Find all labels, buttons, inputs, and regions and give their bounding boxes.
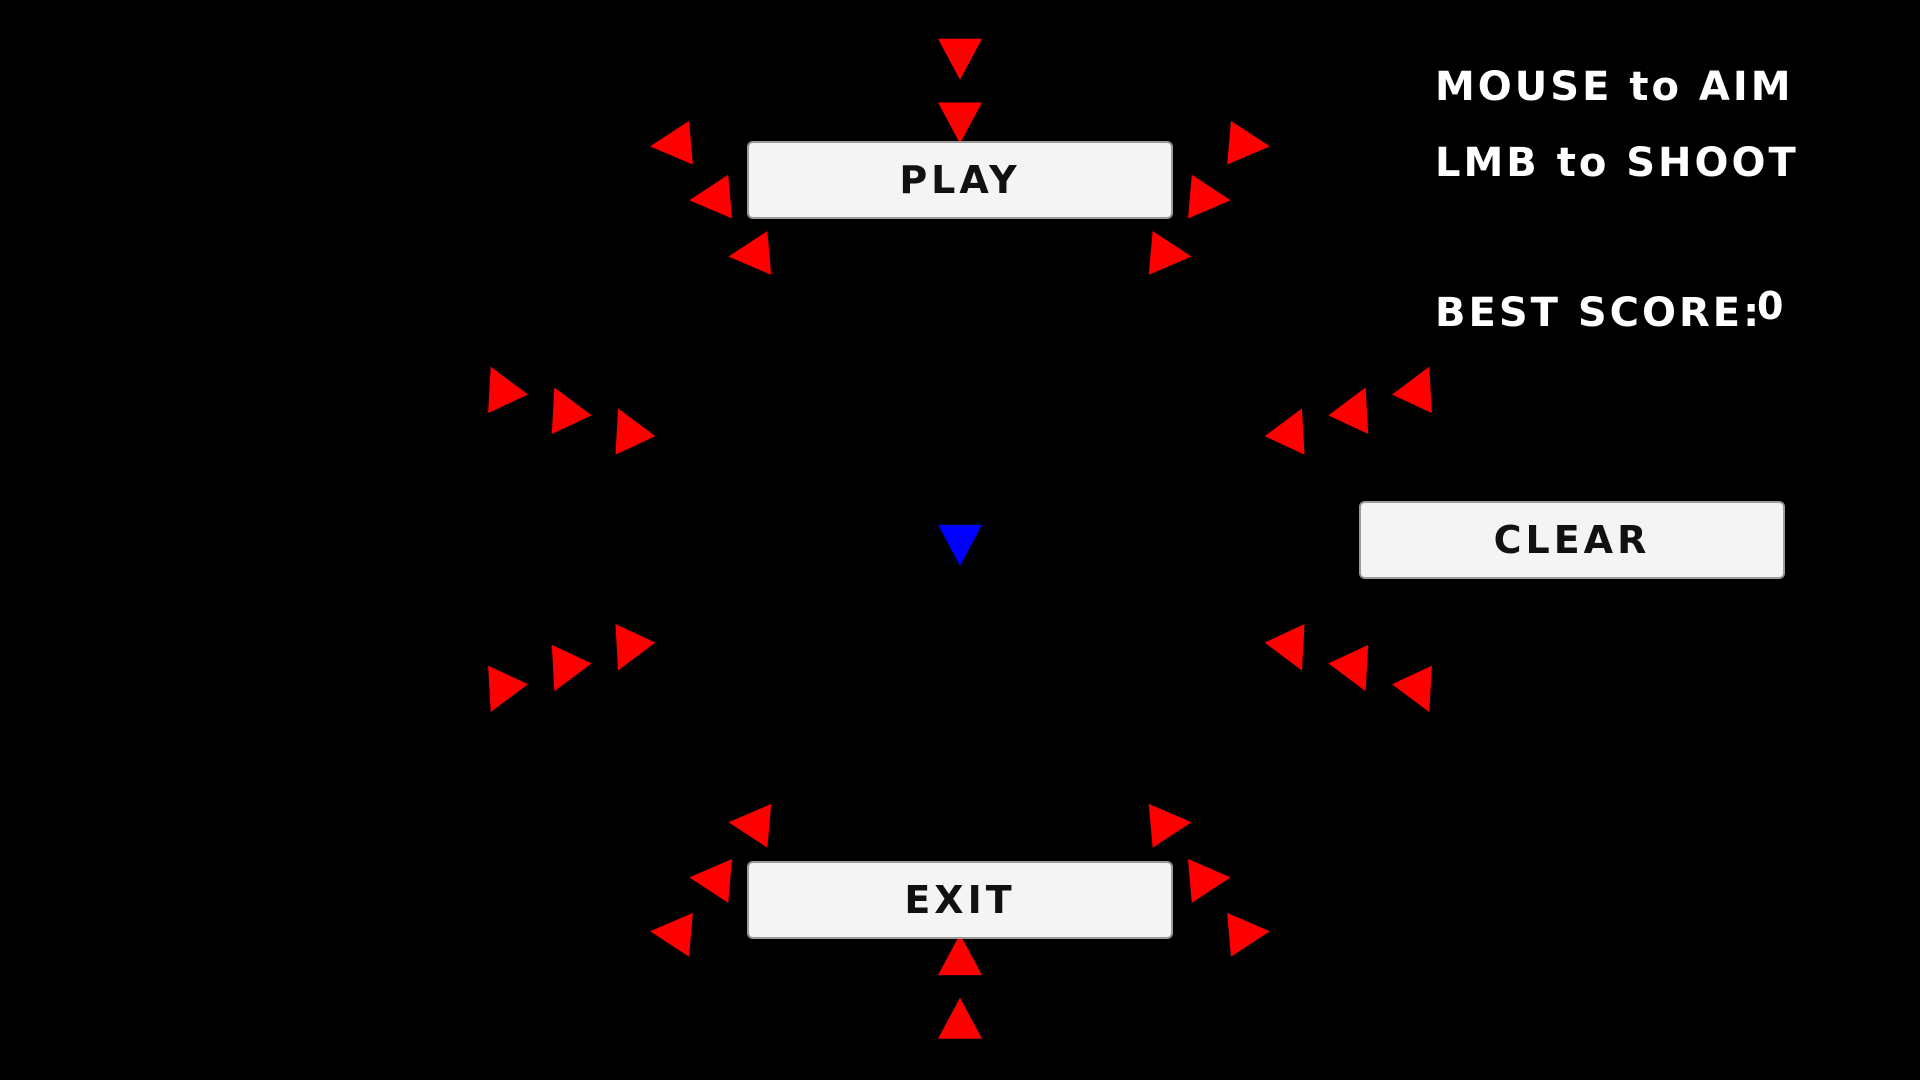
enemy-triangle-icon: [728, 231, 772, 275]
enemy-triangle-icon: [728, 803, 772, 848]
enemy-triangle-icon: [650, 120, 693, 165]
best-score-value: 0: [1757, 284, 1784, 328]
enemy-triangle-icon: [1392, 366, 1432, 414]
enemy-triangle-icon: [1264, 408, 1305, 455]
enemy-triangle-icon: [938, 934, 982, 976]
enemy-triangle-icon: [1187, 174, 1231, 219]
enemy-triangle-icon: [488, 366, 528, 414]
enemy-triangle-icon: [938, 997, 982, 1039]
enemy-triangle-icon: [615, 408, 656, 455]
enemy-triangle-icon: [1148, 803, 1192, 848]
play-button[interactable]: PLAY: [747, 141, 1173, 219]
enemy-triangle-icon: [1148, 231, 1192, 275]
enemy-triangle-icon: [488, 665, 528, 713]
enemy-triangle-icon: [1392, 665, 1432, 713]
enemy-triangle-icon: [551, 644, 592, 692]
aim-instruction: MOUSE to AIM: [1435, 64, 1794, 110]
enemy-triangle-icon: [689, 859, 733, 903]
enemy-triangle-icon: [1264, 624, 1305, 671]
clear-score-button[interactable]: CLEAR: [1359, 501, 1785, 579]
enemy-triangle-icon: [1187, 859, 1231, 903]
best-score-label: BEST SCORE:: [1435, 290, 1763, 336]
enemy-triangle-icon: [615, 624, 656, 671]
enemy-triangle-icon: [1328, 387, 1369, 434]
exit-button[interactable]: EXIT: [747, 861, 1173, 939]
enemy-triangle-icon: [689, 174, 733, 219]
enemy-triangle-icon: [551, 387, 592, 434]
enemy-triangle-icon: [1328, 644, 1369, 692]
enemy-triangle-icon: [938, 102, 982, 144]
enemy-triangle-icon: [1227, 120, 1270, 165]
enemy-triangle-icon: [650, 912, 693, 957]
player-triangle-icon: [938, 524, 982, 566]
enemy-triangle-icon: [1227, 912, 1270, 957]
shoot-instruction: LMB to SHOOT: [1435, 140, 1799, 186]
enemy-triangle-icon: [938, 38, 982, 80]
